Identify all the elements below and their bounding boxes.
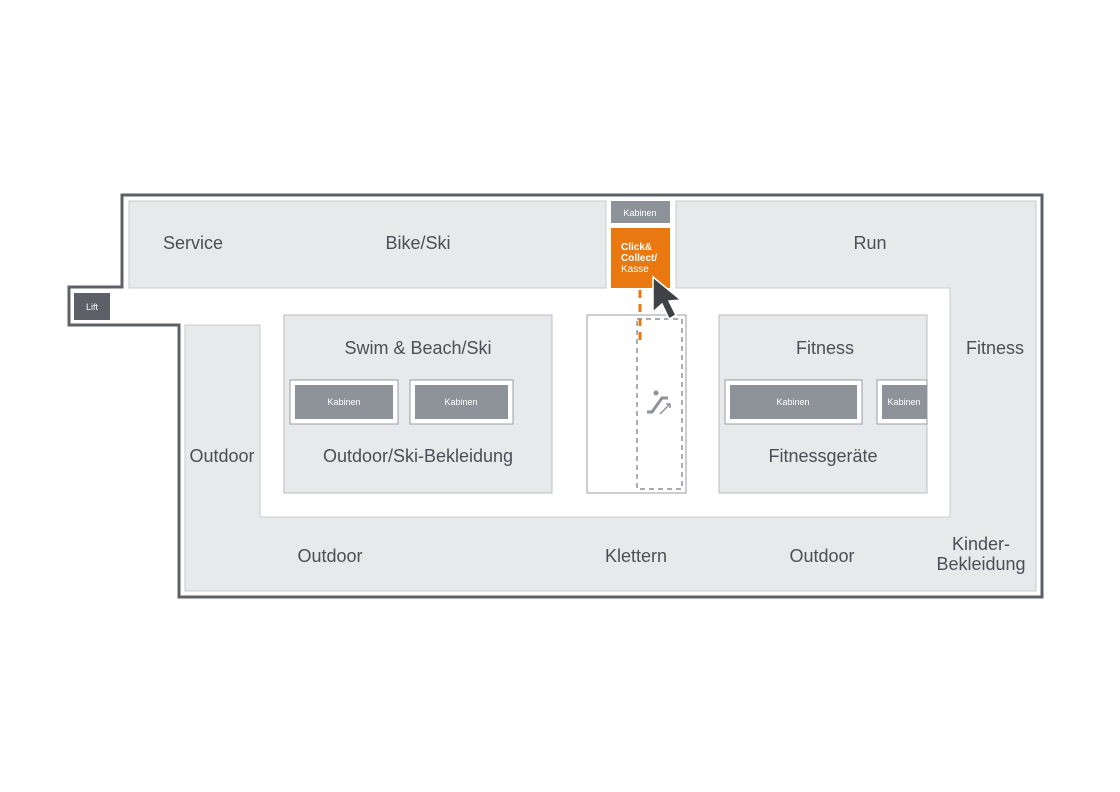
- label-fitness-outer: Fitness: [966, 338, 1024, 358]
- kabinen-fitness-right-label: Kabinen: [887, 397, 920, 407]
- lift-box[interactable]: [74, 293, 110, 320]
- label-fitnessgeraete: Fitnessgeräte: [768, 446, 877, 466]
- kabinen-top-label: Kabinen: [623, 208, 656, 218]
- click-collect-line2: Collect/: [621, 253, 657, 264]
- label-fitness-inner: Fitness: [796, 338, 854, 358]
- click-collect-line3: Kasse: [621, 264, 649, 275]
- kabinen-fitness-inner[interactable]: [730, 385, 857, 419]
- label-swim-beach-ski: Swim & Beach/Ski: [344, 338, 491, 358]
- label-outdoor-bottom-left: Outdoor: [297, 546, 362, 566]
- label-klettern: Klettern: [605, 546, 667, 566]
- escalator-icon: [647, 390, 671, 415]
- lift-label: Lift: [86, 302, 99, 312]
- label-run: Run: [853, 233, 886, 253]
- label-outdoor-ski-bekleidung: Outdoor/Ski-Bekleidung: [323, 446, 513, 466]
- kabinen-fitness-inner-label: Kabinen: [776, 397, 809, 407]
- kabinen-fitness-right[interactable]: [882, 385, 927, 419]
- label-outdoor-bottom-right: Outdoor: [789, 546, 854, 566]
- click-collect-line1: Click&: [621, 242, 652, 253]
- click-collect-box[interactable]: [611, 228, 670, 288]
- label-kinder-line2: Bekleidung: [936, 554, 1025, 574]
- label-kinder-line1: Kinder-: [952, 534, 1010, 554]
- kabinen-swim-left[interactable]: [295, 385, 393, 419]
- zone-service-bike[interactable]: [128, 200, 607, 289]
- building-outline: [67, 193, 1044, 599]
- cursor-icon: [652, 275, 683, 321]
- label-service: Service: [163, 233, 223, 253]
- zone-run-fitness[interactable]: [184, 200, 1037, 592]
- kabinen-swim-right-label: Kabinen: [444, 397, 477, 407]
- kabinen-top[interactable]: [611, 201, 670, 223]
- label-outdoor-left: Outdoor: [189, 446, 254, 466]
- escalator-area: [636, 318, 683, 490]
- kabinen-swim-right[interactable]: [415, 385, 508, 419]
- kabinen-swim-left-label: Kabinen: [327, 397, 360, 407]
- label-bike-ski: Bike/Ski: [385, 233, 450, 253]
